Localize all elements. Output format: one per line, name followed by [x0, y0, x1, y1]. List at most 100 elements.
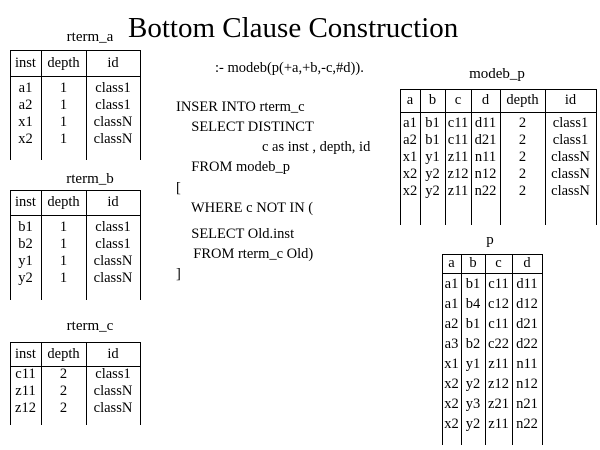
- table-cell: b1: [18, 219, 33, 235]
- table-header-inst: inst: [15, 194, 36, 210]
- table-cell: class1: [552, 132, 589, 148]
- table-cell: class1: [95, 80, 131, 96]
- table-cell: x2: [444, 416, 459, 432]
- table-cell: a1: [18, 80, 33, 96]
- table-top-border: [10, 342, 141, 343]
- sql-line: FROM rterm_c Old): [186, 246, 314, 262]
- table-cell: c11: [447, 132, 469, 148]
- table-cell: 2: [518, 132, 527, 148]
- table-caption-rterm_b: rterm_b: [66, 171, 114, 187]
- table-cell: 1: [59, 219, 68, 235]
- table-header-a: a: [406, 92, 414, 108]
- table-header-a: a: [448, 255, 455, 271]
- table-cell: b4: [465, 296, 481, 312]
- table-cell: y2: [465, 416, 481, 432]
- table-cell: a1: [444, 276, 459, 292]
- table-top-border: [10, 50, 141, 51]
- table-cell: x2: [18, 131, 33, 147]
- table-column-border: [400, 89, 401, 225]
- table-cell: n11: [516, 356, 538, 372]
- table-cell: a1: [403, 115, 417, 131]
- table-header-id: id: [107, 345, 119, 362]
- table-cell: 1: [59, 270, 68, 286]
- table-cell: x2: [402, 166, 418, 182]
- table-header-depth: depth: [506, 92, 539, 108]
- sql-line: WHERE c NOT IN (: [184, 200, 314, 216]
- sql-line: [: [176, 180, 181, 196]
- table-header-depth: depth: [47, 194, 80, 210]
- table-cell: x1: [402, 149, 418, 165]
- table-header-id: id: [107, 54, 119, 71]
- table-header-divider: [10, 76, 141, 77]
- table-column-border: [445, 89, 446, 225]
- table-column-border: [471, 89, 472, 225]
- table-cell: b1: [465, 276, 481, 292]
- table-column-border: [485, 254, 486, 445]
- table-cell: 2: [59, 383, 68, 399]
- table-caption-modeb_p: modeb_p: [469, 66, 525, 82]
- table-cell: x2: [402, 183, 418, 199]
- sql-line: INSER INTO rterm_c: [176, 99, 305, 115]
- table-cell: x2: [444, 396, 459, 412]
- sql-line: FROM modeb_p: [184, 159, 290, 175]
- table-cell: z11: [488, 356, 509, 372]
- table-header-depth: depth: [47, 345, 80, 362]
- table-cell: z11: [15, 383, 36, 399]
- table-column-border: [461, 254, 462, 445]
- table-column-border: [140, 50, 141, 160]
- table-cell: b2: [465, 336, 481, 352]
- table-header-c: c: [495, 255, 502, 271]
- table-column-border: [545, 89, 546, 225]
- table-cell: d22: [516, 336, 538, 352]
- table-cell: 2: [518, 166, 527, 182]
- table-cell: b1: [425, 132, 440, 148]
- table-cell: z21: [488, 396, 509, 412]
- table-column-border: [86, 50, 87, 160]
- table-cell: a1: [444, 296, 459, 312]
- table-cell: class1: [95, 236, 131, 252]
- table-column-border: [140, 190, 141, 300]
- table-column-border: [10, 342, 11, 425]
- table-cell: c11: [447, 115, 469, 131]
- table-column-border: [596, 89, 597, 225]
- slide-title: Bottom Clause Construction: [128, 12, 459, 44]
- table-cell: c11: [15, 366, 36, 382]
- table-cell: 1: [59, 253, 68, 269]
- table-cell: classN: [93, 131, 133, 147]
- table-cell: c11: [488, 276, 509, 292]
- table-column-border: [10, 50, 11, 160]
- table-cell: y2: [18, 270, 33, 286]
- table-column-border: [41, 190, 42, 300]
- table-column-border: [10, 190, 11, 300]
- table-column-border: [500, 89, 501, 225]
- table-cell: 2: [59, 366, 68, 382]
- table-cell: class1: [95, 366, 131, 382]
- table-cell: n22: [474, 183, 497, 199]
- table-cell: y3: [465, 396, 481, 412]
- table-cell: 1: [59, 97, 68, 113]
- table-header-id: id: [564, 92, 577, 108]
- table-cell: z12: [15, 400, 36, 416]
- table-cell: x1: [18, 114, 33, 130]
- table-cell: y1: [18, 253, 33, 269]
- table-caption-rterm_a: rterm_a: [66, 29, 114, 45]
- table-cell: classN: [551, 183, 590, 199]
- table-column-border: [512, 254, 513, 445]
- table-caption-p: p: [486, 232, 494, 248]
- table-cell: class1: [95, 97, 131, 113]
- table-cell: 1: [59, 236, 68, 252]
- table-header-b: b: [469, 255, 477, 271]
- table-header-inst: inst: [15, 345, 36, 362]
- table-column-border: [41, 342, 42, 425]
- table-cell: 1: [59, 114, 68, 130]
- sql-line: SELECT DISTINCT: [184, 119, 314, 135]
- table-header-id: id: [107, 194, 119, 210]
- table-cell: 1: [59, 131, 68, 147]
- table-cell: z11: [447, 149, 469, 165]
- table-cell: d21: [516, 316, 538, 332]
- table-header-divider: [442, 273, 543, 274]
- table-column-border: [442, 254, 443, 445]
- table-cell: d12: [516, 296, 538, 312]
- table-cell: n22: [516, 416, 538, 432]
